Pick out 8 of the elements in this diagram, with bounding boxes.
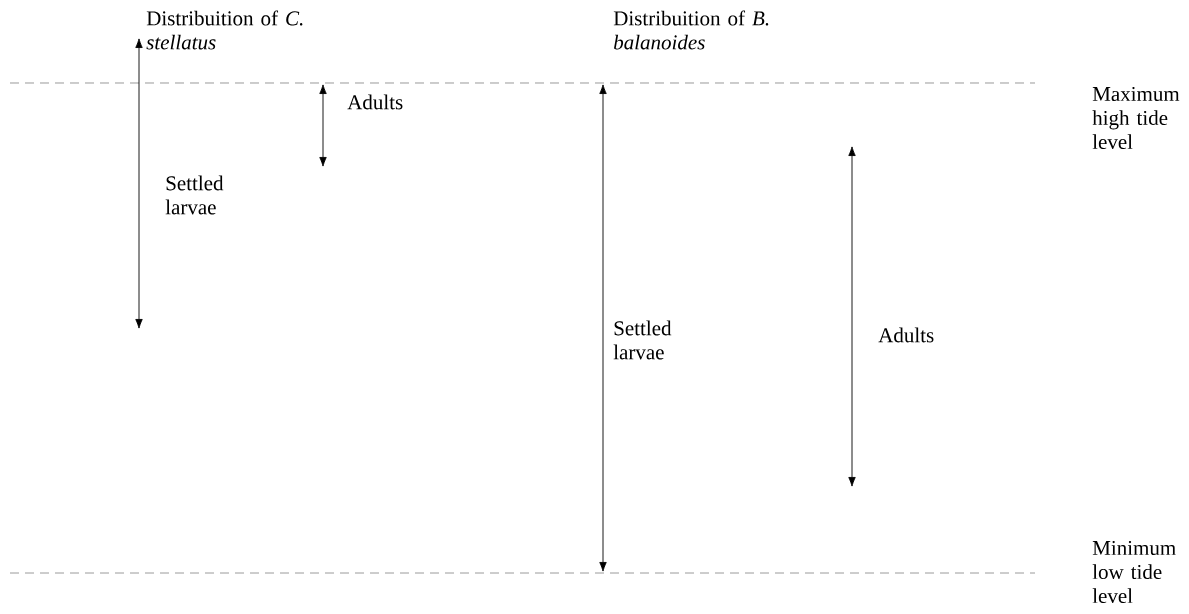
label-text: Settled larvae (165, 175, 224, 215)
label-text: Adults (347, 94, 403, 110)
label-text: Minimum low tide level (1092, 540, 1176, 604)
label-text: Adults (878, 327, 934, 343)
label-text: Distribuition of C. stellatus (146, 10, 303, 50)
label-text: Settled larvae (613, 320, 672, 360)
label-text: Distribuition of B. balanoides (613, 10, 769, 50)
label-text: Maximum high tide level (1092, 86, 1180, 150)
